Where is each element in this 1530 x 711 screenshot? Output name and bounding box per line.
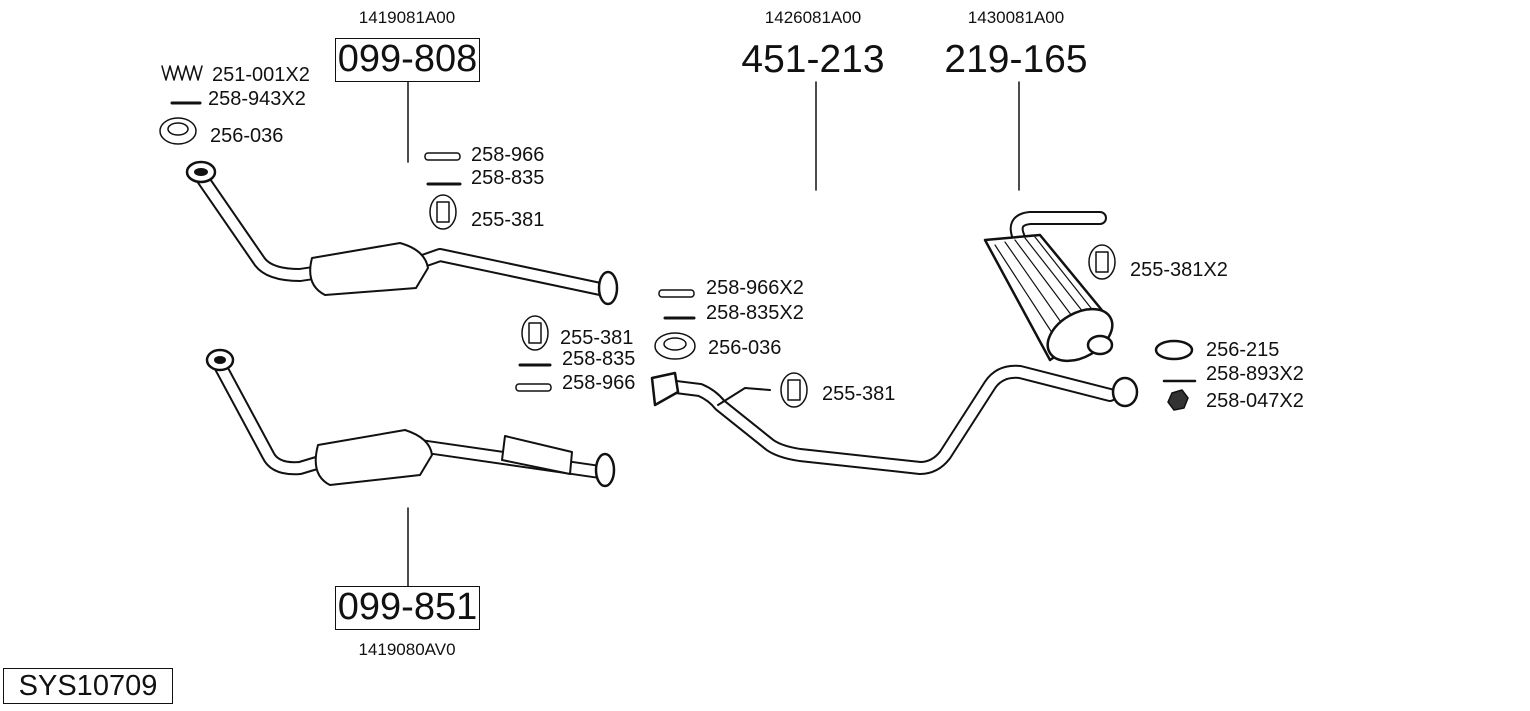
fitting-label: 258-835X2 — [706, 302, 804, 324]
nut-icon — [1167, 389, 1189, 411]
sleeve-icon — [658, 289, 695, 298]
fitting-label: 255-381 — [471, 209, 545, 231]
fitting-label: 258-966 — [562, 372, 636, 394]
fitting-label: 256-215 — [1206, 339, 1280, 361]
part-number-451-213[interactable]: 451-213 — [741, 38, 885, 81]
seal-ring-icon — [1154, 339, 1194, 361]
fitting-label: 258-966X2 — [706, 277, 804, 299]
fitting-label: 255-381X2 — [1130, 259, 1228, 281]
spring-icon — [161, 65, 203, 81]
front-pipe-bottom — [205, 348, 616, 488]
part-box-099-851[interactable]: 099-851 — [335, 586, 480, 630]
fitting-label: 258-893X2 — [1206, 363, 1304, 385]
fitting-label: 258-943X2 — [208, 88, 306, 110]
fitting-label: 256-036 — [708, 337, 782, 359]
part-number-219-165[interactable]: 219-165 — [944, 38, 1088, 81]
oem-number: 1419081A00 — [358, 8, 456, 27]
sleeve-icon — [424, 152, 461, 161]
oem-number: 1426081A00 — [764, 8, 862, 27]
part-box-099-808[interactable]: 099-808 — [335, 38, 480, 82]
fitting-label: 258-966 — [471, 144, 545, 166]
rear-silencer — [983, 211, 1114, 363]
fitting-label: 251-001X2 — [212, 64, 310, 86]
fitting-label: 258-835 — [562, 348, 636, 370]
fitting-label: 256-036 — [210, 125, 284, 147]
fitting-label: 255-381 — [560, 327, 634, 349]
fitting-label: 258-835 — [471, 167, 545, 189]
fitting-label: 258-047X2 — [1206, 390, 1304, 412]
oem-number: 1419080AV0 — [358, 640, 456, 659]
system-id: SYS10709 — [3, 668, 173, 704]
sleeve-icon — [515, 383, 552, 392]
fitting-label: 255-381 — [822, 383, 896, 405]
front-pipe-top — [185, 160, 619, 306]
oem-number: 1430081A00 — [967, 8, 1065, 27]
middle-pipe — [650, 364, 1139, 475]
